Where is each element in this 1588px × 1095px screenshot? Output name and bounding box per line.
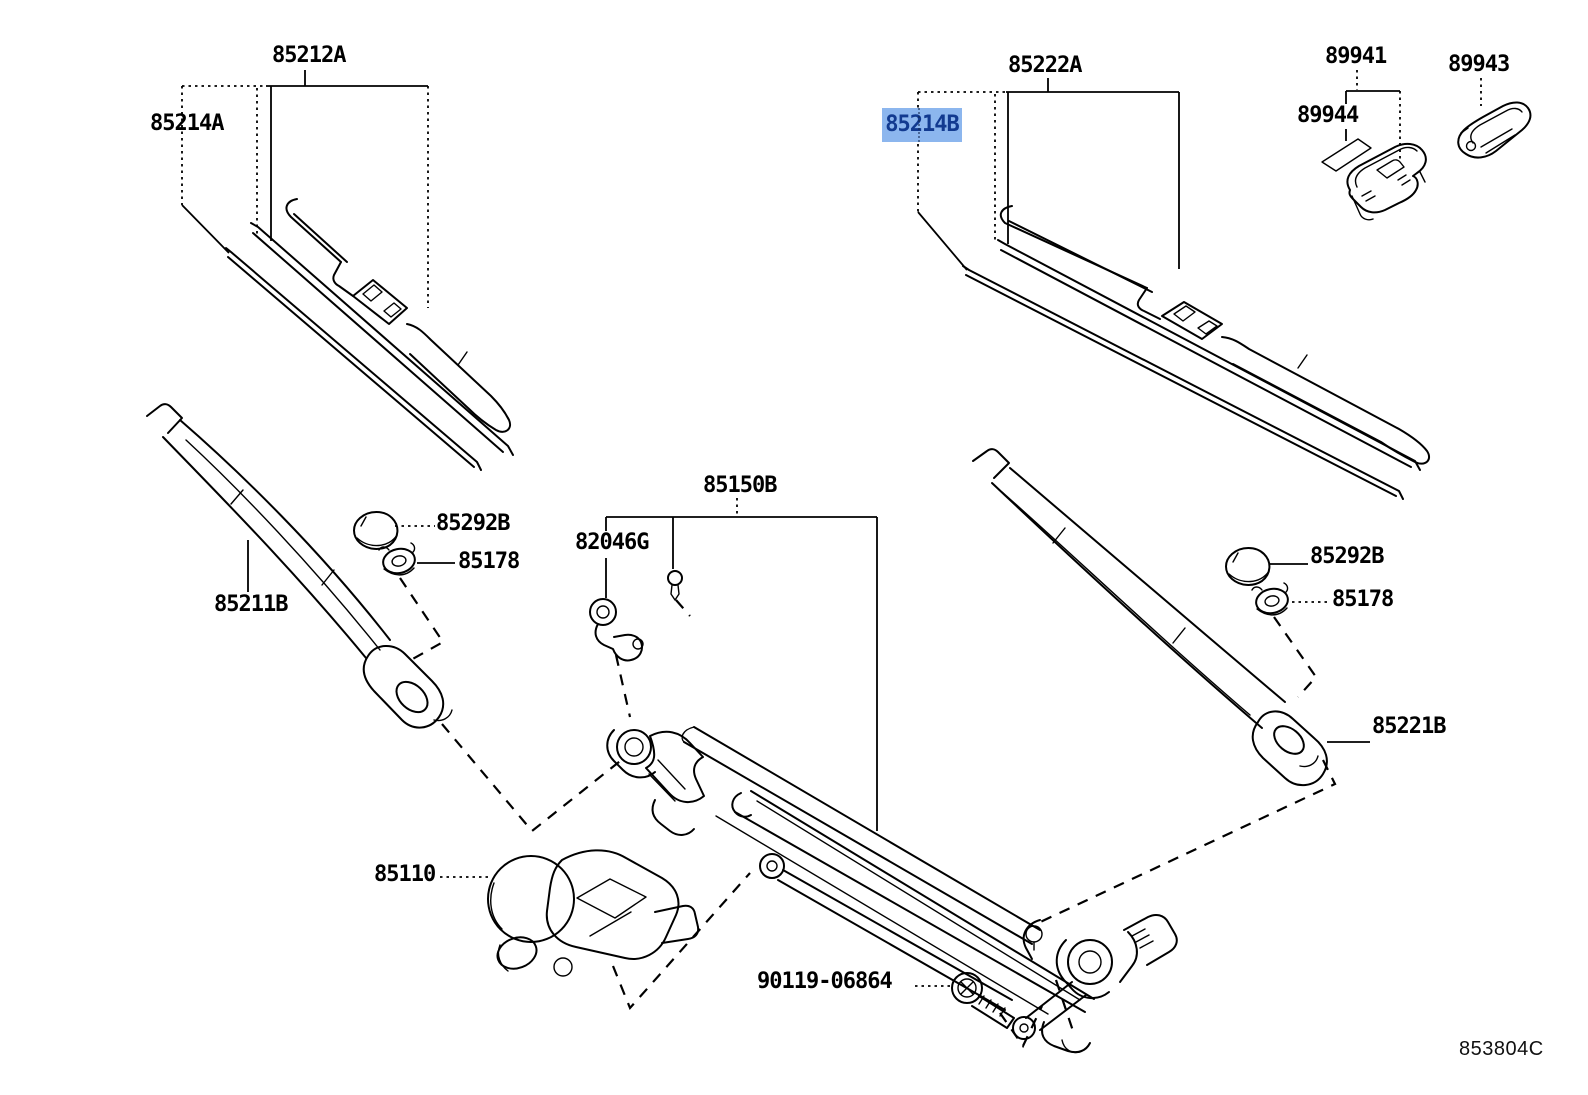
- arm-head-cap-right-drawing: [1225, 547, 1271, 586]
- pivot-pin-drawing: [667, 570, 683, 601]
- arm-nut-right-drawing: [1251, 582, 1289, 616]
- bolt-drawing: [951, 972, 1015, 1029]
- wiper-blade-left-drawing: [225, 198, 514, 471]
- part-label-89944[interactable]: 89944: [1297, 103, 1359, 128]
- arm-head-cap-left-drawing: [353, 511, 399, 550]
- leader-line-through-highlight: [918, 108, 920, 142]
- part-label-85150b[interactable]: 85150B: [703, 473, 777, 498]
- arm-nut-left-drawing: [378, 542, 416, 576]
- part-label-85214b-text: 85214B: [885, 112, 959, 137]
- part-label-85214a[interactable]: 85214A: [150, 111, 224, 136]
- part-label-85292b-right[interactable]: 85292B: [1310, 544, 1384, 569]
- wiper-blade-right-drawing: [962, 205, 1431, 500]
- part-label-85178-left[interactable]: 85178: [458, 549, 520, 574]
- part-label-85221b[interactable]: 85221B: [1372, 714, 1446, 739]
- part-label-85292b-left[interactable]: 85292B: [436, 511, 510, 536]
- wiper-arm-right-drawing: [972, 448, 1328, 786]
- part-label-85222a[interactable]: 85222A: [1008, 53, 1082, 78]
- part-label-85178-right[interactable]: 85178: [1332, 587, 1394, 612]
- figure-code: 853804C: [1459, 1038, 1544, 1060]
- part-label-90119-06864[interactable]: 90119-06864: [757, 969, 893, 994]
- part-label-85212a[interactable]: 85212A: [272, 43, 346, 68]
- part-label-89941[interactable]: 89941: [1325, 44, 1387, 69]
- part-label-85110[interactable]: 85110: [374, 862, 436, 887]
- part-label-82046g[interactable]: 82046G: [575, 530, 649, 555]
- clamp-drawing: [589, 598, 644, 662]
- part-label-85211b[interactable]: 85211B: [214, 592, 288, 617]
- callout-lines: [181, 70, 1482, 987]
- wiper-arm-left-drawing: [146, 403, 453, 729]
- wiper-motor-drawing: [487, 849, 700, 977]
- connector-cover-drawing: [1321, 138, 1427, 221]
- wiper-link-drawing: [606, 726, 1178, 1054]
- part-label-89943[interactable]: 89943: [1448, 52, 1510, 77]
- part-label-85214b-highlighted[interactable]: 85214B: [882, 108, 962, 142]
- blade-clip-drawing: [1457, 101, 1532, 159]
- assembly-dashed-lines: [399, 577, 1337, 1049]
